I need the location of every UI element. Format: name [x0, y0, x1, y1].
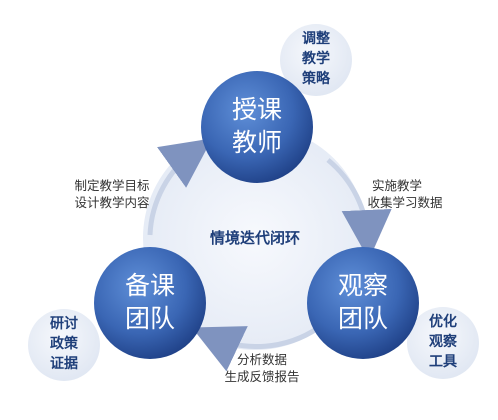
svg-text:制定教学目标: 制定教学目标: [74, 178, 149, 193]
svg-text:证据: 证据: [50, 355, 78, 372]
svg-text:实施教学: 实施教学: [372, 178, 422, 193]
svg-text:收集学习数据: 收集学习数据: [367, 195, 442, 210]
svg-text:分析数据: 分析数据: [237, 352, 287, 367]
svg-text:策略: 策略: [301, 70, 331, 87]
svg-text:备课: 备课: [125, 271, 175, 300]
node-observe: 观察 团队: [307, 247, 419, 359]
bubble-observe: 优化 观察 工具: [407, 307, 479, 379]
svg-text:生成反馈报告: 生成反馈报告: [224, 369, 299, 384]
svg-text:调整: 调整: [302, 30, 331, 47]
edge-label-prep-to-teacher: 制定教学目标 设计教学内容: [74, 178, 149, 210]
svg-text:政策: 政策: [50, 335, 79, 352]
bubble-prep: 研讨 政策 证据: [28, 309, 100, 381]
svg-text:团队: 团队: [125, 304, 175, 333]
center-label: 情境迭代闭环: [210, 229, 300, 247]
arrow-teacher-to-observe: [326, 158, 392, 260]
svg-text:优化: 优化: [429, 313, 457, 330]
arrow-observe-to-prep: [191, 325, 320, 372]
arrow-prep-to-teacher: [147, 138, 213, 236]
bubble-teacher: 调整 教学 策略: [280, 24, 352, 96]
svg-text:观察: 观察: [429, 333, 458, 350]
node-prep: 备课 团队: [94, 247, 206, 359]
svg-text:团队: 团队: [338, 304, 388, 333]
svg-text:工具: 工具: [429, 354, 457, 370]
svg-text:授课: 授课: [232, 95, 282, 124]
svg-text:教学: 教学: [302, 50, 330, 67]
edge-label-teacher-to-observe: 实施教学 收集学习数据: [367, 178, 442, 210]
svg-text:设计教学内容: 设计教学内容: [74, 195, 149, 210]
svg-text:研讨: 研讨: [50, 315, 78, 332]
edge-label-observe-to-prep: 分析数据 生成反馈报告: [224, 352, 299, 384]
svg-text:观察: 观察: [338, 271, 388, 300]
svg-text:教师: 教师: [232, 128, 282, 157]
node-teacher: 授课 教师: [201, 71, 313, 183]
